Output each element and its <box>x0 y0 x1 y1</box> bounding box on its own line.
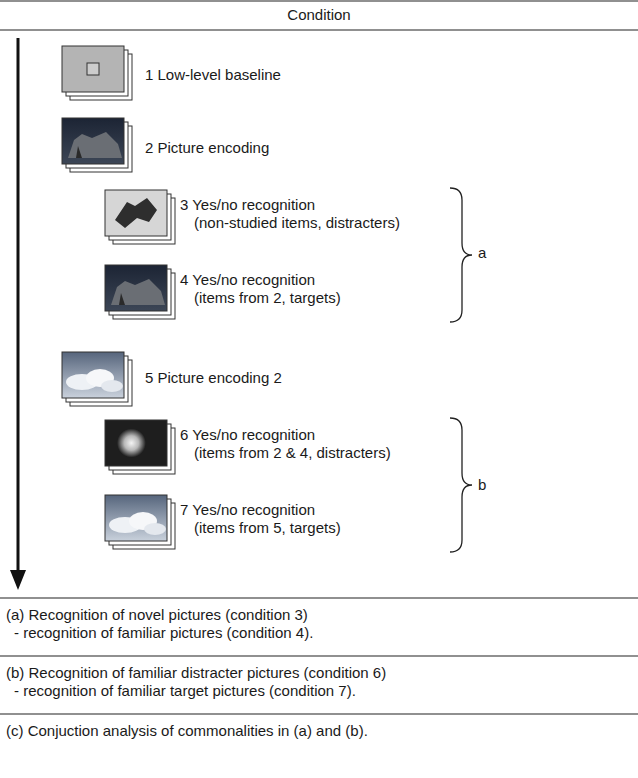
contrast-note: (b) Recognition of familiar distracter p… <box>6 664 386 700</box>
condition-label-text: 4 Yes/no recognition (items from 2, targ… <box>180 271 341 307</box>
condition-label: 2 Picture encoding <box>145 139 269 157</box>
condition-label-text: 3 Yes/no recognition (non-studied items,… <box>180 196 400 232</box>
condition-label-text: 6 Yes/no recognition (items from 2 & 4, … <box>180 426 391 462</box>
bracket-letter: a <box>478 244 486 262</box>
condition-label: 6 Yes/no recognition (items from 2 & 4, … <box>180 426 391 462</box>
condition-label-text: 5 Picture encoding 2 <box>145 369 282 387</box>
thumbnail-stack <box>105 190 175 244</box>
contrast-note-text: (b) Recognition of familiar distracter p… <box>6 664 386 700</box>
contrast-note-text: (c) Conjuction analysis of commonalities… <box>6 722 368 740</box>
condition-label: 1 Low-level baseline <box>145 66 281 84</box>
time-arrow <box>10 38 26 590</box>
thumbnail-stack <box>105 495 175 549</box>
column-header-text: Condition <box>287 6 350 23</box>
bracket-letter-text: b <box>478 476 486 494</box>
condition-label: 3 Yes/no recognition (non-studied items,… <box>180 196 400 232</box>
condition-label: 4 Yes/no recognition (items from 2, targ… <box>180 271 341 307</box>
column-header: Condition <box>0 6 638 24</box>
table-rules <box>0 1 638 714</box>
contrast-note-text: (a) Recognition of novel pictures (condi… <box>6 606 313 642</box>
condition-label-text: 1 Low-level baseline <box>145 66 281 84</box>
thumbnail-stack <box>105 420 175 474</box>
bracket-letter-text: a <box>478 244 486 262</box>
thumbnail-stack <box>62 118 132 172</box>
thumbnail-stack <box>62 46 132 100</box>
condition-label-text: 7 Yes/no recognition (items from 5, targ… <box>180 501 341 537</box>
condition-label-text: 2 Picture encoding <box>145 139 269 157</box>
condition-label: 5 Picture encoding 2 <box>145 369 282 387</box>
thumbnail-stack <box>62 352 132 406</box>
condition-label: 7 Yes/no recognition (items from 5, targ… <box>180 501 341 537</box>
bracket-letter: b <box>478 476 486 494</box>
thumbnail-stack <box>105 265 175 319</box>
curly-bracket <box>450 188 472 552</box>
contrast-note: (a) Recognition of novel pictures (condi… <box>6 606 313 642</box>
contrast-note: (c) Conjuction analysis of commonalities… <box>6 722 368 740</box>
